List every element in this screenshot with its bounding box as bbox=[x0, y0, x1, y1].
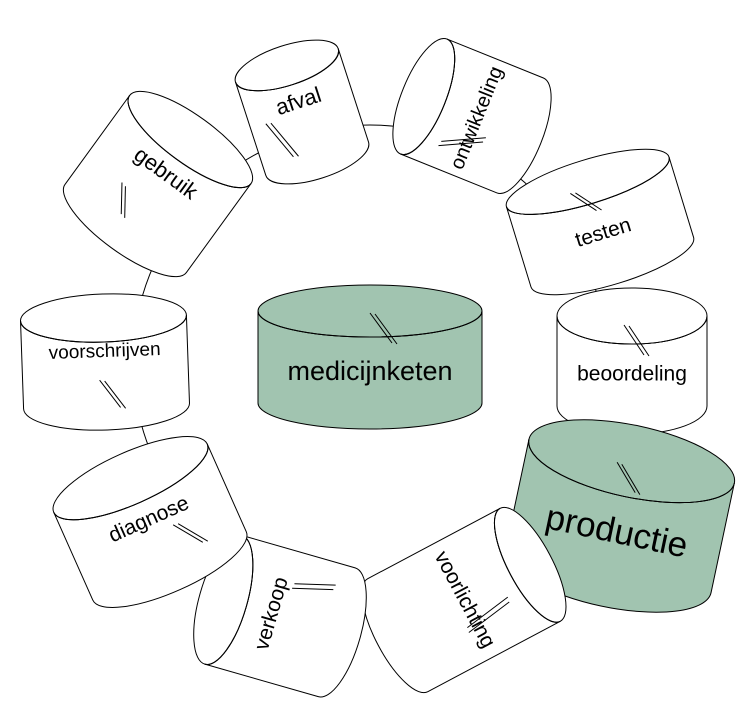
stage-productie-seam-b bbox=[621, 463, 641, 495]
stage-verkoop-cylinder: verkoop bbox=[193, 534, 367, 698]
stage-voorlichting-inner-lip bbox=[493, 507, 561, 623]
stage-gebruik-seam-b bbox=[124, 186, 126, 218]
stage-gebruik-seam-a bbox=[120, 182, 123, 215]
stage-testen-seam-a bbox=[570, 193, 597, 211]
stage-gebruik-cylinder: gebruik bbox=[62, 90, 254, 278]
stage-diagnose-seam-b bbox=[177, 523, 209, 542]
stage-beoordeling-seam-b bbox=[628, 325, 650, 357]
stage-diagnose-cylinder: diagnose bbox=[52, 436, 248, 608]
stage-verkoop-seam-a bbox=[292, 587, 334, 591]
stage-diagnose-seam-a bbox=[172, 524, 204, 543]
stage-ontwikkeling-inner-lip bbox=[400, 38, 456, 156]
stage-ontwikkeling-seam-b bbox=[441, 137, 486, 142]
stage-productie-seam-a bbox=[616, 461, 636, 493]
stage-beoordeling-seam-a bbox=[623, 324, 645, 356]
center-medicijnketen-seam-b bbox=[374, 313, 398, 345]
stage-ontwikkeling-cylinder: ontwikkeling bbox=[392, 37, 552, 195]
stage-voorlichting-seam-b bbox=[468, 601, 510, 633]
center-medicijnketen-seam-a bbox=[369, 312, 393, 344]
center-medicijnketen-inner-lip bbox=[257, 310, 483, 338]
stage-afval-cylinder: afval bbox=[234, 39, 370, 185]
stage-voorschrijven-seam-a bbox=[99, 379, 121, 408]
stage-diagnose-inner-lip bbox=[53, 443, 209, 521]
stage-voorschrijven-inner-lip bbox=[20, 315, 187, 343]
stage-beoordeling-cylinder: beoordeling bbox=[556, 287, 708, 435]
stage-testen-inner-lip bbox=[505, 156, 670, 215]
stage-afval-seam-b bbox=[270, 122, 299, 157]
stage-voorlichting-cylinder: voorlichting bbox=[361, 506, 567, 694]
stage-voorschrijven-cylinder: voorschrijven bbox=[20, 293, 190, 431]
stage-afval-seam-a bbox=[265, 123, 294, 158]
stage-productie-cylinder: productie bbox=[504, 419, 736, 613]
stage-testen-seam-b bbox=[575, 192, 602, 211]
center-medicijnketen-label: medicijnketen bbox=[287, 356, 452, 386]
stage-gebruik-inner-lip bbox=[127, 95, 252, 189]
stage-voorlichting-seam-a bbox=[467, 596, 509, 629]
stage-beoordeling-label: beoordeling bbox=[577, 363, 687, 386]
stage-afval-inner-lip bbox=[235, 48, 340, 92]
stage-voorschrijven-label: voorschrijven bbox=[48, 339, 161, 364]
stage-productie-inner-lip bbox=[528, 439, 735, 504]
stage-testen-cylinder: testen bbox=[505, 148, 695, 296]
stage-ontwikkeling-seam-a bbox=[438, 141, 484, 147]
stage-verkoop-seam-b bbox=[294, 583, 336, 586]
stage-verkoop-inner-lip bbox=[204, 534, 254, 665]
stage-voorschrijven-seam-b bbox=[104, 380, 127, 409]
center-medicijnketen-cylinder: medicijnketen bbox=[257, 284, 483, 430]
stage-beoordeling-inner-lip bbox=[556, 315, 708, 345]
